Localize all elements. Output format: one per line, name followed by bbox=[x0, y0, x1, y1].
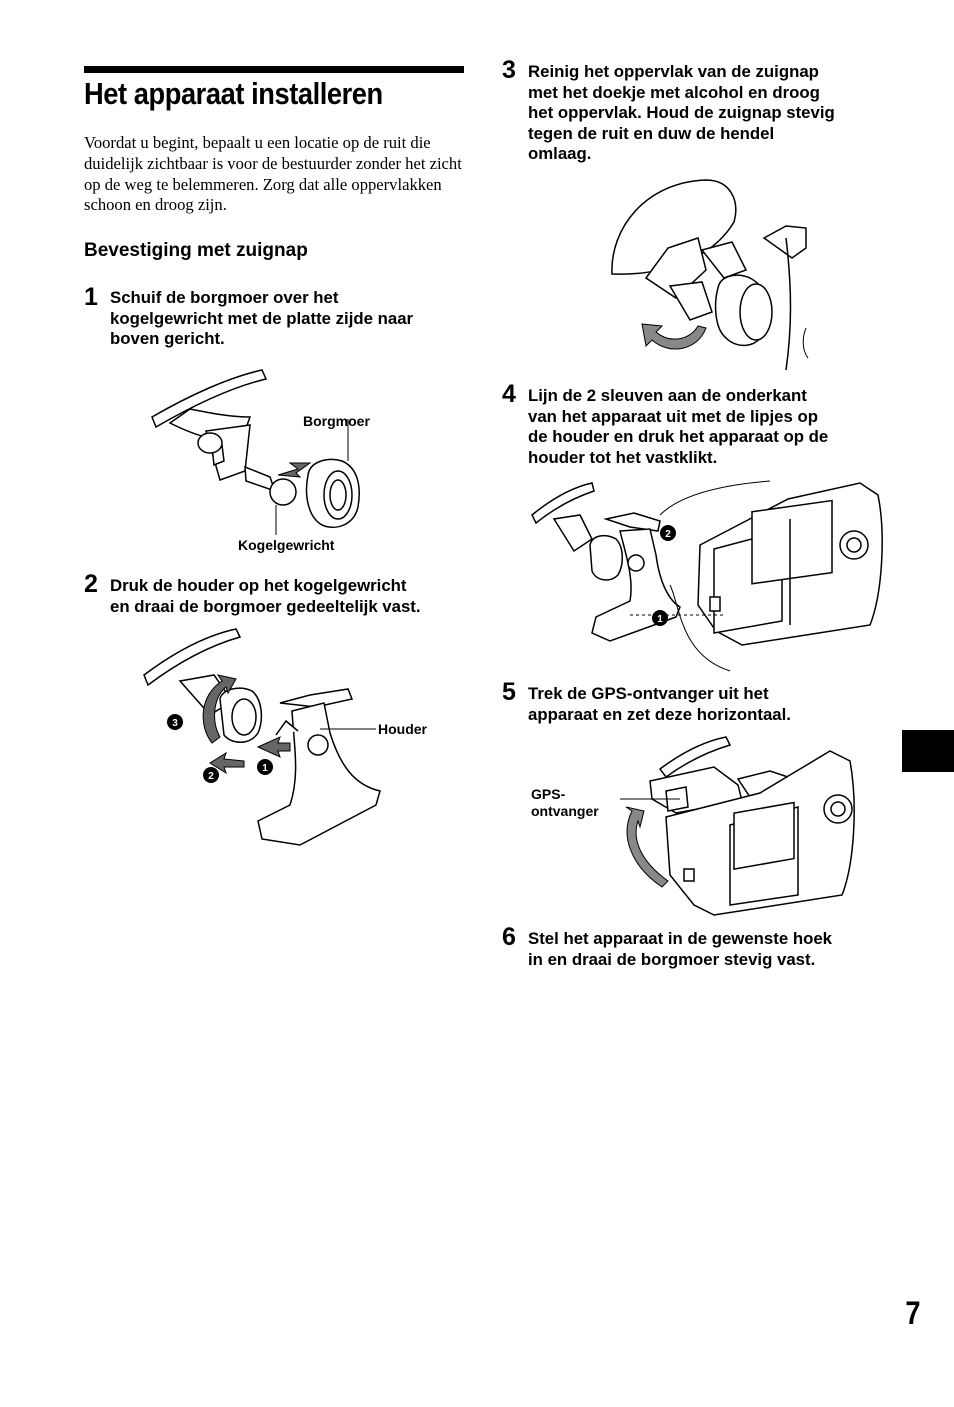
callout-1b: 1 bbox=[657, 614, 663, 625]
step-6-text: Stel het apparaat in de gewenste hoek in… bbox=[528, 929, 832, 970]
page-title: Het apparaat installeren bbox=[84, 76, 383, 111]
callout-1: 1 bbox=[262, 763, 268, 774]
step-2-text: Druk de houder op het kogelgewricht en d… bbox=[110, 576, 421, 617]
step-5-text: Trek de GPS-ontvanger uit het apparaat e… bbox=[528, 684, 791, 725]
step-6-number: 6 bbox=[502, 923, 516, 951]
illustration-borgmoer-kogelgewricht bbox=[150, 365, 390, 540]
page-number: 7 bbox=[905, 1295, 921, 1331]
step-3-line-3: het oppervlak. Houd de zuignap stevig bbox=[528, 103, 835, 123]
intro-paragraph: Voordat u begint, bepaalt u een locatie … bbox=[84, 133, 462, 215]
callout-2b: 2 bbox=[665, 529, 671, 540]
step-6-line-2: in en draai de borgmoer stevig vast. bbox=[528, 949, 816, 969]
label-gps-line-2: ontvanger bbox=[531, 803, 599, 819]
illustration-houder: 3 2 1 bbox=[140, 625, 440, 865]
label-houder: Houder bbox=[378, 721, 427, 737]
step-5-line-1: Trek de GPS-ontvanger uit het bbox=[528, 684, 769, 703]
step-1-line-1: Schuif de borgmoer over het bbox=[110, 288, 339, 307]
label-kogelgewricht: Kogelgewricht bbox=[238, 537, 335, 553]
step-4-line-2: van het apparaat uit met de lipjes op bbox=[528, 406, 819, 426]
title-rule bbox=[84, 66, 464, 73]
step-4-line-1: Lijn de 2 sleuven aan de onderkant bbox=[528, 386, 807, 405]
section-tab bbox=[902, 730, 954, 772]
step-4-line-4: houder tot het vastklikt. bbox=[528, 447, 718, 467]
step-4-number: 4 bbox=[502, 380, 516, 408]
step-3-line-1: Reinig het oppervlak van de zuignap bbox=[528, 62, 819, 81]
step-5-line-2: apparaat en zet deze horizontaal. bbox=[528, 704, 791, 724]
step-2-line-1: Druk de houder op het kogelgewricht bbox=[110, 576, 407, 595]
step-5-number: 5 bbox=[502, 678, 516, 706]
illustration-zuignap-hendel bbox=[606, 178, 816, 373]
illustration-apparaat-op-houder: 2 1 bbox=[530, 475, 890, 675]
label-gps-line-1: GPS- bbox=[531, 786, 566, 802]
step-1-line-3: boven gericht. bbox=[110, 329, 225, 349]
step-6-line-1: Stel het apparaat in de gewenste hoek bbox=[528, 929, 833, 948]
step-3-text: Reinig het oppervlak van de zuignap met … bbox=[528, 62, 835, 165]
step-3-line-2: met het doekje met alcohol en droog bbox=[528, 82, 820, 102]
step-3-number: 3 bbox=[502, 56, 516, 84]
step-1-text: Schuif de borgmoer over het kogelgewrich… bbox=[110, 288, 413, 350]
step-3-line-5: omlaag. bbox=[528, 144, 592, 164]
callout-3: 3 bbox=[172, 718, 178, 729]
step-2-line-2: en draai de borgmoer gedeeltelijk vast. bbox=[110, 596, 421, 616]
step-4-line-3: de houder en druk het apparaat op de bbox=[528, 427, 829, 447]
step-1-line-2: kogelgewricht met de platte zijde naar bbox=[110, 308, 414, 328]
step-2-number: 2 bbox=[84, 570, 98, 598]
label-gps-ontvanger: GPS- ontvanger bbox=[531, 786, 599, 820]
step-4-text: Lijn de 2 sleuven aan de onderkant van h… bbox=[528, 386, 828, 468]
callout-2: 2 bbox=[208, 771, 214, 782]
label-borgmoer: Borgmoer bbox=[303, 413, 370, 429]
illustration-gps-ontvanger bbox=[610, 735, 865, 920]
step-1-number: 1 bbox=[84, 283, 98, 311]
step-3-line-4: tegen de ruit en duw de hendel bbox=[528, 123, 775, 143]
section-heading: Bevestiging met zuignap bbox=[84, 240, 308, 261]
